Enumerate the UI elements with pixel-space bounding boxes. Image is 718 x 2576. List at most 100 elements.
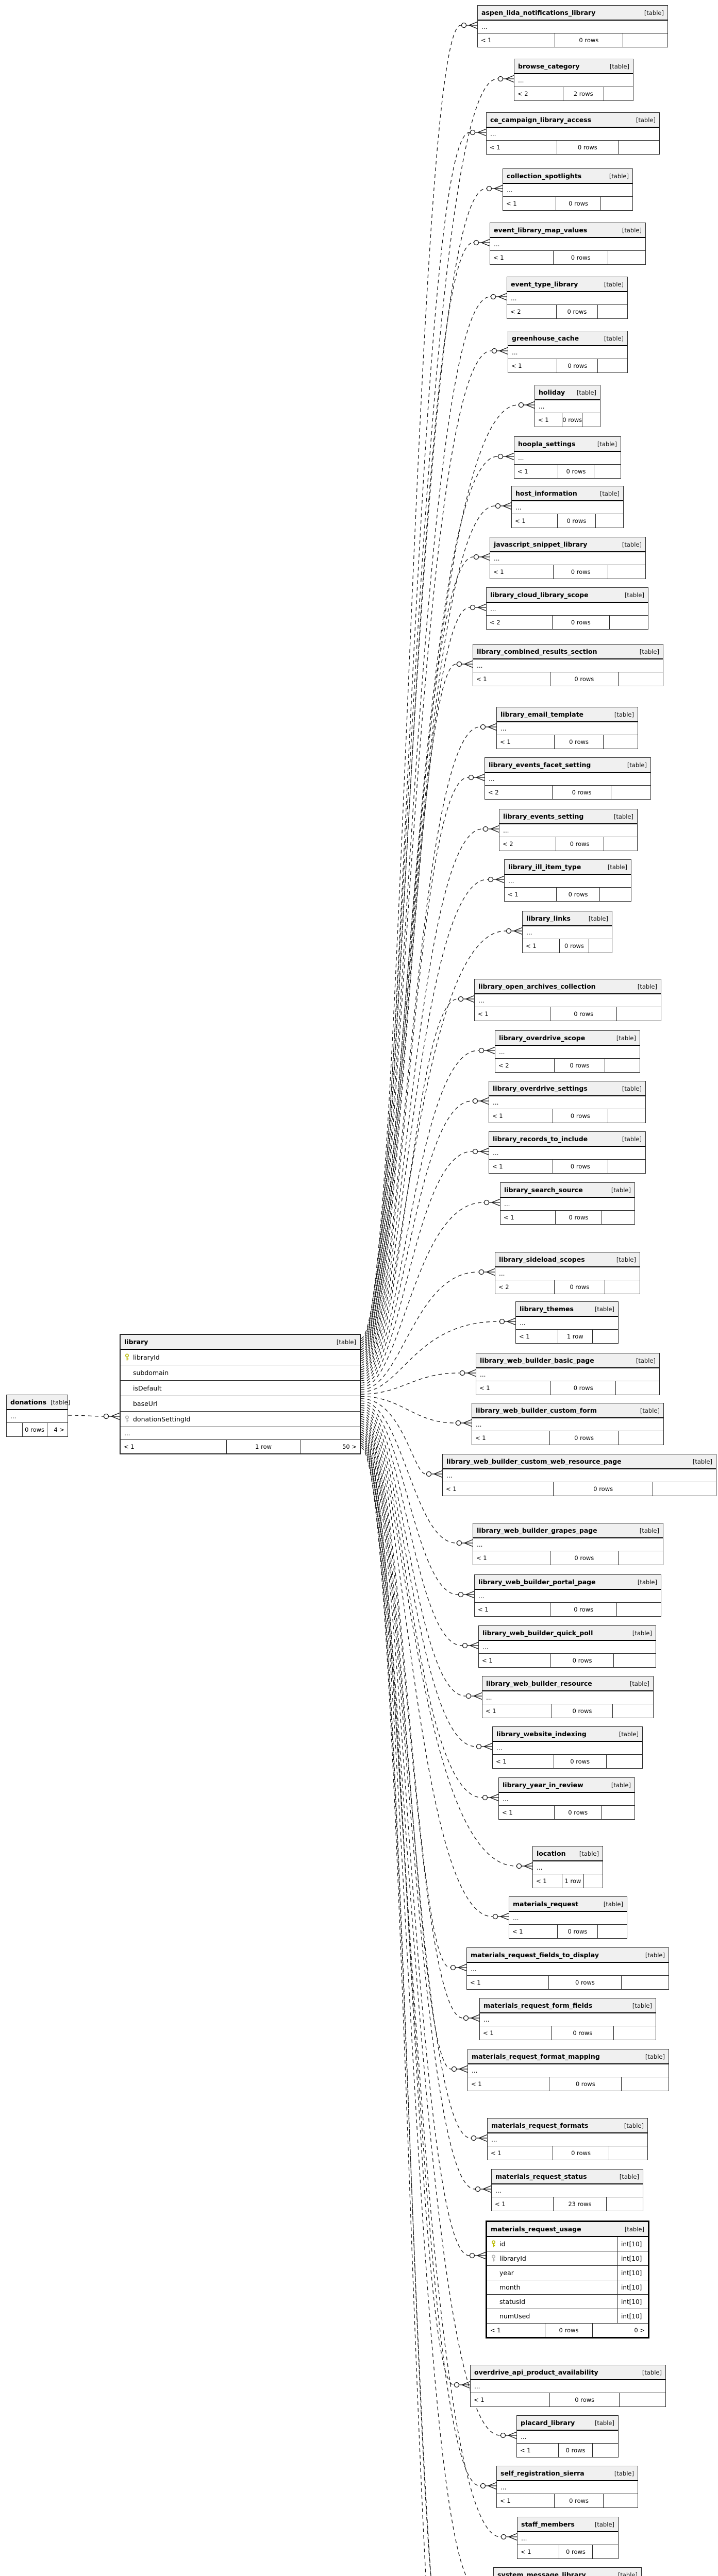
table-name[interactable]: library_web_builder_grapes_page — [477, 1527, 597, 1534]
table-node-library_web_builder_resource[interactable]: library_web_builder_resource[table]...< … — [482, 1676, 654, 1718]
table-name[interactable]: materials_request_form_fields — [483, 2002, 593, 2009]
table-name[interactable]: library_combined_results_section — [477, 648, 597, 655]
table-name[interactable]: holiday — [539, 388, 565, 396]
table-name[interactable]: event_type_library — [511, 280, 578, 288]
table-name[interactable]: library_sideload_scopes — [499, 1256, 585, 1263]
table-name[interactable]: materials_request_usage — [491, 2225, 581, 2233]
table-name[interactable]: materials_request_status — [495, 2173, 587, 2180]
table-name[interactable]: library_ill_item_type — [508, 863, 581, 871]
table-name[interactable]: staff_members — [521, 2520, 575, 2528]
table-name[interactable]: greenhouse_cache — [512, 334, 579, 342]
table-name[interactable]: library_web_builder_portal_page — [478, 1578, 596, 1586]
table-name[interactable]: library_links — [526, 914, 571, 922]
table-node-materials_request_fields_to_display[interactable]: materials_request_fields_to_display[tabl… — [466, 1947, 669, 1990]
table-node-library_web_builder_custom_form[interactable]: library_web_builder_custom_form[table]..… — [472, 1403, 664, 1445]
table-name[interactable]: library_year_in_review — [503, 1781, 583, 1789]
table-name[interactable]: ce_campaign_library_access — [490, 116, 592, 124]
table-name[interactable]: library — [124, 1338, 148, 1346]
table-node-library_web_builder_custom_web_resource_page[interactable]: library_web_builder_custom_web_resource_… — [442, 1454, 716, 1496]
table-name[interactable]: library_cloud_library_scope — [490, 591, 589, 599]
table-name[interactable]: library_open_archives_collection — [478, 982, 596, 990]
table-name[interactable]: library_email_template — [500, 710, 584, 718]
table-name[interactable]: materials_request_formats — [491, 2122, 589, 2129]
table-name[interactable]: library_themes — [520, 1305, 574, 1313]
table-name[interactable]: placard_library — [521, 2419, 575, 2427]
table-name[interactable]: library_website_indexing — [496, 1730, 587, 1738]
table-name[interactable]: library_overdrive_scope — [499, 1034, 586, 1042]
table-name[interactable]: library_events_setting — [503, 812, 584, 820]
table-name[interactable]: library_web_builder_basic_page — [480, 1357, 594, 1364]
table-name[interactable]: hoopla_settings — [518, 440, 576, 448]
table-name[interactable]: overdrive_api_product_availability — [474, 2368, 598, 2376]
table-name[interactable]: materials_request_format_mapping — [472, 2053, 600, 2060]
table-name[interactable]: aspen_lida_notifications_library — [481, 9, 596, 16]
table-node-overdrive_api_product_availability[interactable]: overdrive_api_product_availability[table… — [470, 2365, 666, 2407]
table-name[interactable]: system_message_library — [497, 2571, 586, 2576]
table-name[interactable]: library_search_source — [504, 1186, 583, 1194]
table-name[interactable]: self_registration_sierra — [500, 2469, 585, 2477]
table-node-library_web_builder_portal_page[interactable]: library_web_builder_portal_page[table]..… — [474, 1574, 661, 1617]
table-name[interactable]: materials_request_fields_to_display — [471, 1951, 599, 1959]
table-node-library_events_facet_setting[interactable]: library_events_facet_setting[table]...< … — [485, 757, 651, 800]
table-name[interactable]: library_web_builder_quick_poll — [482, 1629, 593, 1637]
table-name[interactable]: library_events_facet_setting — [489, 761, 591, 769]
table-name[interactable]: browse_category — [518, 62, 580, 70]
table-node-library_web_builder_quick_poll[interactable]: library_web_builder_quick_poll[table]...… — [478, 1625, 656, 1668]
table-node-library_web_builder_basic_page[interactable]: library_web_builder_basic_page[table]...… — [476, 1353, 660, 1395]
table-name[interactable]: location — [537, 1850, 566, 1857]
table-name[interactable]: library_web_builder_custom_form — [476, 1406, 597, 1414]
collapsed-columns-ellipsis: ... — [492, 2184, 643, 2197]
table-name[interactable]: donations — [10, 1398, 47, 1406]
table-node-library_web_builder_grapes_page[interactable]: library_web_builder_grapes_page[table]..… — [473, 1523, 663, 1565]
table-name[interactable]: materials_request — [513, 1900, 579, 1908]
table-node-materials_request_format_mapping[interactable]: materials_request_format_mapping[table].… — [467, 2049, 669, 2091]
table-name[interactable]: library_web_builder_resource — [486, 1680, 592, 1687]
table-name[interactable]: library_web_builder_custom_web_resource_… — [446, 1458, 622, 1465]
table-node-aspen_lida_notifications_library[interactable]: aspen_lida_notifications_library[table].… — [477, 5, 668, 47]
table-node-library_cloud_library_scope[interactable]: library_cloud_library_scope[table]...< 2… — [486, 587, 648, 630]
table-node-library_combined_results_section[interactable]: library_combined_results_section[table].… — [473, 644, 663, 686]
table-header: library_open_archives_collection[table] — [475, 979, 661, 994]
table-name[interactable]: library_records_to_include — [493, 1135, 588, 1143]
table-name[interactable]: collection_spotlights — [507, 172, 582, 180]
table-name[interactable]: event_library_map_values — [494, 226, 588, 234]
table-node-materials_request_form_fields[interactable]: materials_request_form_fields[table]...<… — [479, 1998, 656, 2040]
table-name[interactable]: javascript_snippet_library — [494, 540, 588, 548]
table-name[interactable]: library_overdrive_settings — [493, 1084, 588, 1092]
table-name[interactable]: host_information — [515, 489, 577, 497]
table-node-system_message_library[interactable]: system_message_library[table]...< 10 row… — [493, 2567, 642, 2576]
table-node-library_open_archives_collection[interactable]: library_open_archives_collection[table].… — [474, 979, 661, 1021]
